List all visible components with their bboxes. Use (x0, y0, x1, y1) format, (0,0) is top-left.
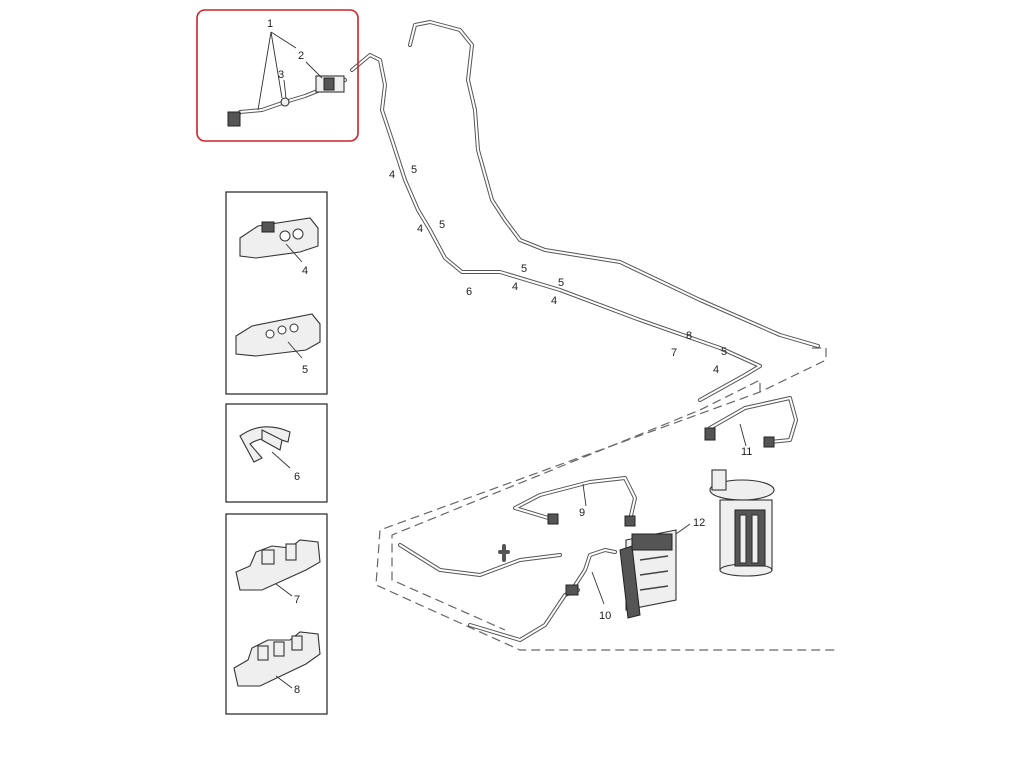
callout-part-10: 10 (599, 610, 611, 622)
inset-label-8: 8 (294, 684, 300, 696)
callout-line-6: 6 (466, 286, 472, 298)
callout-line-8: 8 (686, 330, 692, 342)
inset-label-5: 5 (302, 364, 308, 376)
callout-line-5: 5 (411, 164, 417, 176)
callout-leaders (582, 423, 747, 605)
part-11-line (704, 396, 798, 448)
highlighted-group (227, 31, 347, 127)
inset-label-7: 7 (294, 594, 300, 606)
carbon-canister (619, 529, 677, 619)
callout-3: 3 (278, 69, 284, 81)
callout-line-5: 5 (439, 219, 445, 231)
callout-line-4: 4 (713, 364, 719, 376)
callout-line-7: 7 (671, 347, 677, 359)
callout-part-9: 9 (579, 507, 585, 519)
callout-part-11: 11 (741, 446, 752, 458)
callout-1: 1 (267, 18, 273, 30)
callout-line-5: 5 (721, 346, 727, 358)
callout-2: 2 (298, 50, 304, 62)
inset-clip-6 (225, 403, 328, 503)
inset-label-6: 6 (294, 471, 300, 483)
callout-line-5: 5 (521, 263, 527, 275)
fuel-pump-module (709, 469, 775, 577)
callout-line-4: 4 (389, 169, 395, 181)
part-10-hose (565, 548, 617, 596)
fuel-lines (350, 20, 820, 642)
inset-label-4: 4 (302, 265, 308, 277)
callout-line-4: 4 (417, 223, 423, 235)
vehicle-outline-inner (391, 379, 761, 631)
callout-line-4: 4 (551, 295, 557, 307)
part-9-line (513, 476, 637, 527)
vehicle-outline (375, 347, 838, 651)
callout-part-12: 12 (693, 517, 705, 529)
inset-clips-4-5 (225, 191, 328, 395)
inset-clips-7-8 (225, 513, 328, 715)
highlight-frame (196, 9, 359, 142)
callout-line-4: 4 (512, 281, 518, 293)
callout-line-5: 5 (558, 277, 564, 289)
